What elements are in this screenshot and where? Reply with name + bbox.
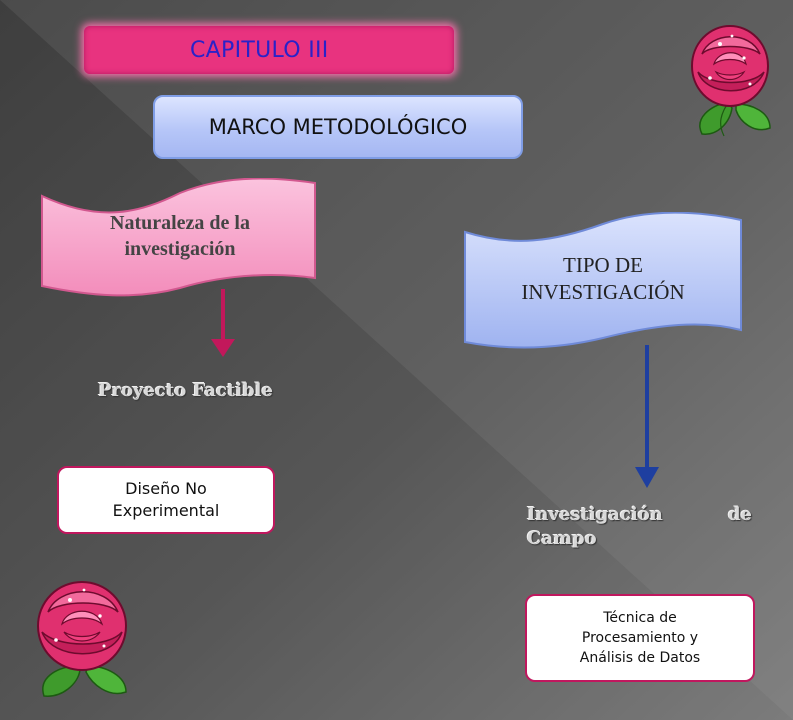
tecnica-line3: Análisis de Datos xyxy=(579,650,701,667)
tipo-label-line1: TIPO DE xyxy=(563,253,643,277)
tecnica-line2: Procesamiento y xyxy=(581,629,699,646)
diseno-line2: Experimental xyxy=(112,501,220,520)
chapter-title: CAPITULO III xyxy=(190,37,329,63)
de-word: de xyxy=(727,504,752,525)
diseno-no-experimental-box: Diseño No Experimental xyxy=(57,466,275,534)
marco-metodologico-label: MARCO METODOLÓGICO xyxy=(208,115,468,139)
naturaleza-flag-shape xyxy=(41,178,316,297)
arrow-down-icon xyxy=(635,345,659,488)
tipo-label: TIPO DE INVESTIGACIÓN xyxy=(468,252,738,307)
rose-icon xyxy=(691,25,771,137)
campo-word: Campo xyxy=(527,528,597,550)
tipo-flag-shape xyxy=(464,212,742,349)
chapter-title-bar: CAPITULO III xyxy=(84,26,454,74)
investigacion-de-campo-label: Investigación de Campo xyxy=(527,503,752,552)
arrow-down-icon xyxy=(211,289,235,357)
tecnica-procesamiento-box: Técnica de Procesamiento y Análisis de D… xyxy=(525,594,755,682)
naturaleza-label-line1: Naturaleza de la xyxy=(110,212,250,234)
tecnica-line1: Técnica de xyxy=(603,609,677,626)
proyecto-factible-label: Proyecto Factible xyxy=(98,380,273,401)
naturaleza-label: Naturaleza de la investigación xyxy=(60,210,300,262)
rose-icon xyxy=(37,581,127,697)
marco-metodologico-box: MARCO METODOLÓGICO xyxy=(153,95,523,159)
diseno-line1: Diseño No xyxy=(125,479,207,499)
investigacion-word: Investigación xyxy=(527,504,663,525)
tipo-label-line2: INVESTIGACIÓN xyxy=(521,280,685,305)
naturaleza-label-line2: investigación xyxy=(124,238,236,260)
